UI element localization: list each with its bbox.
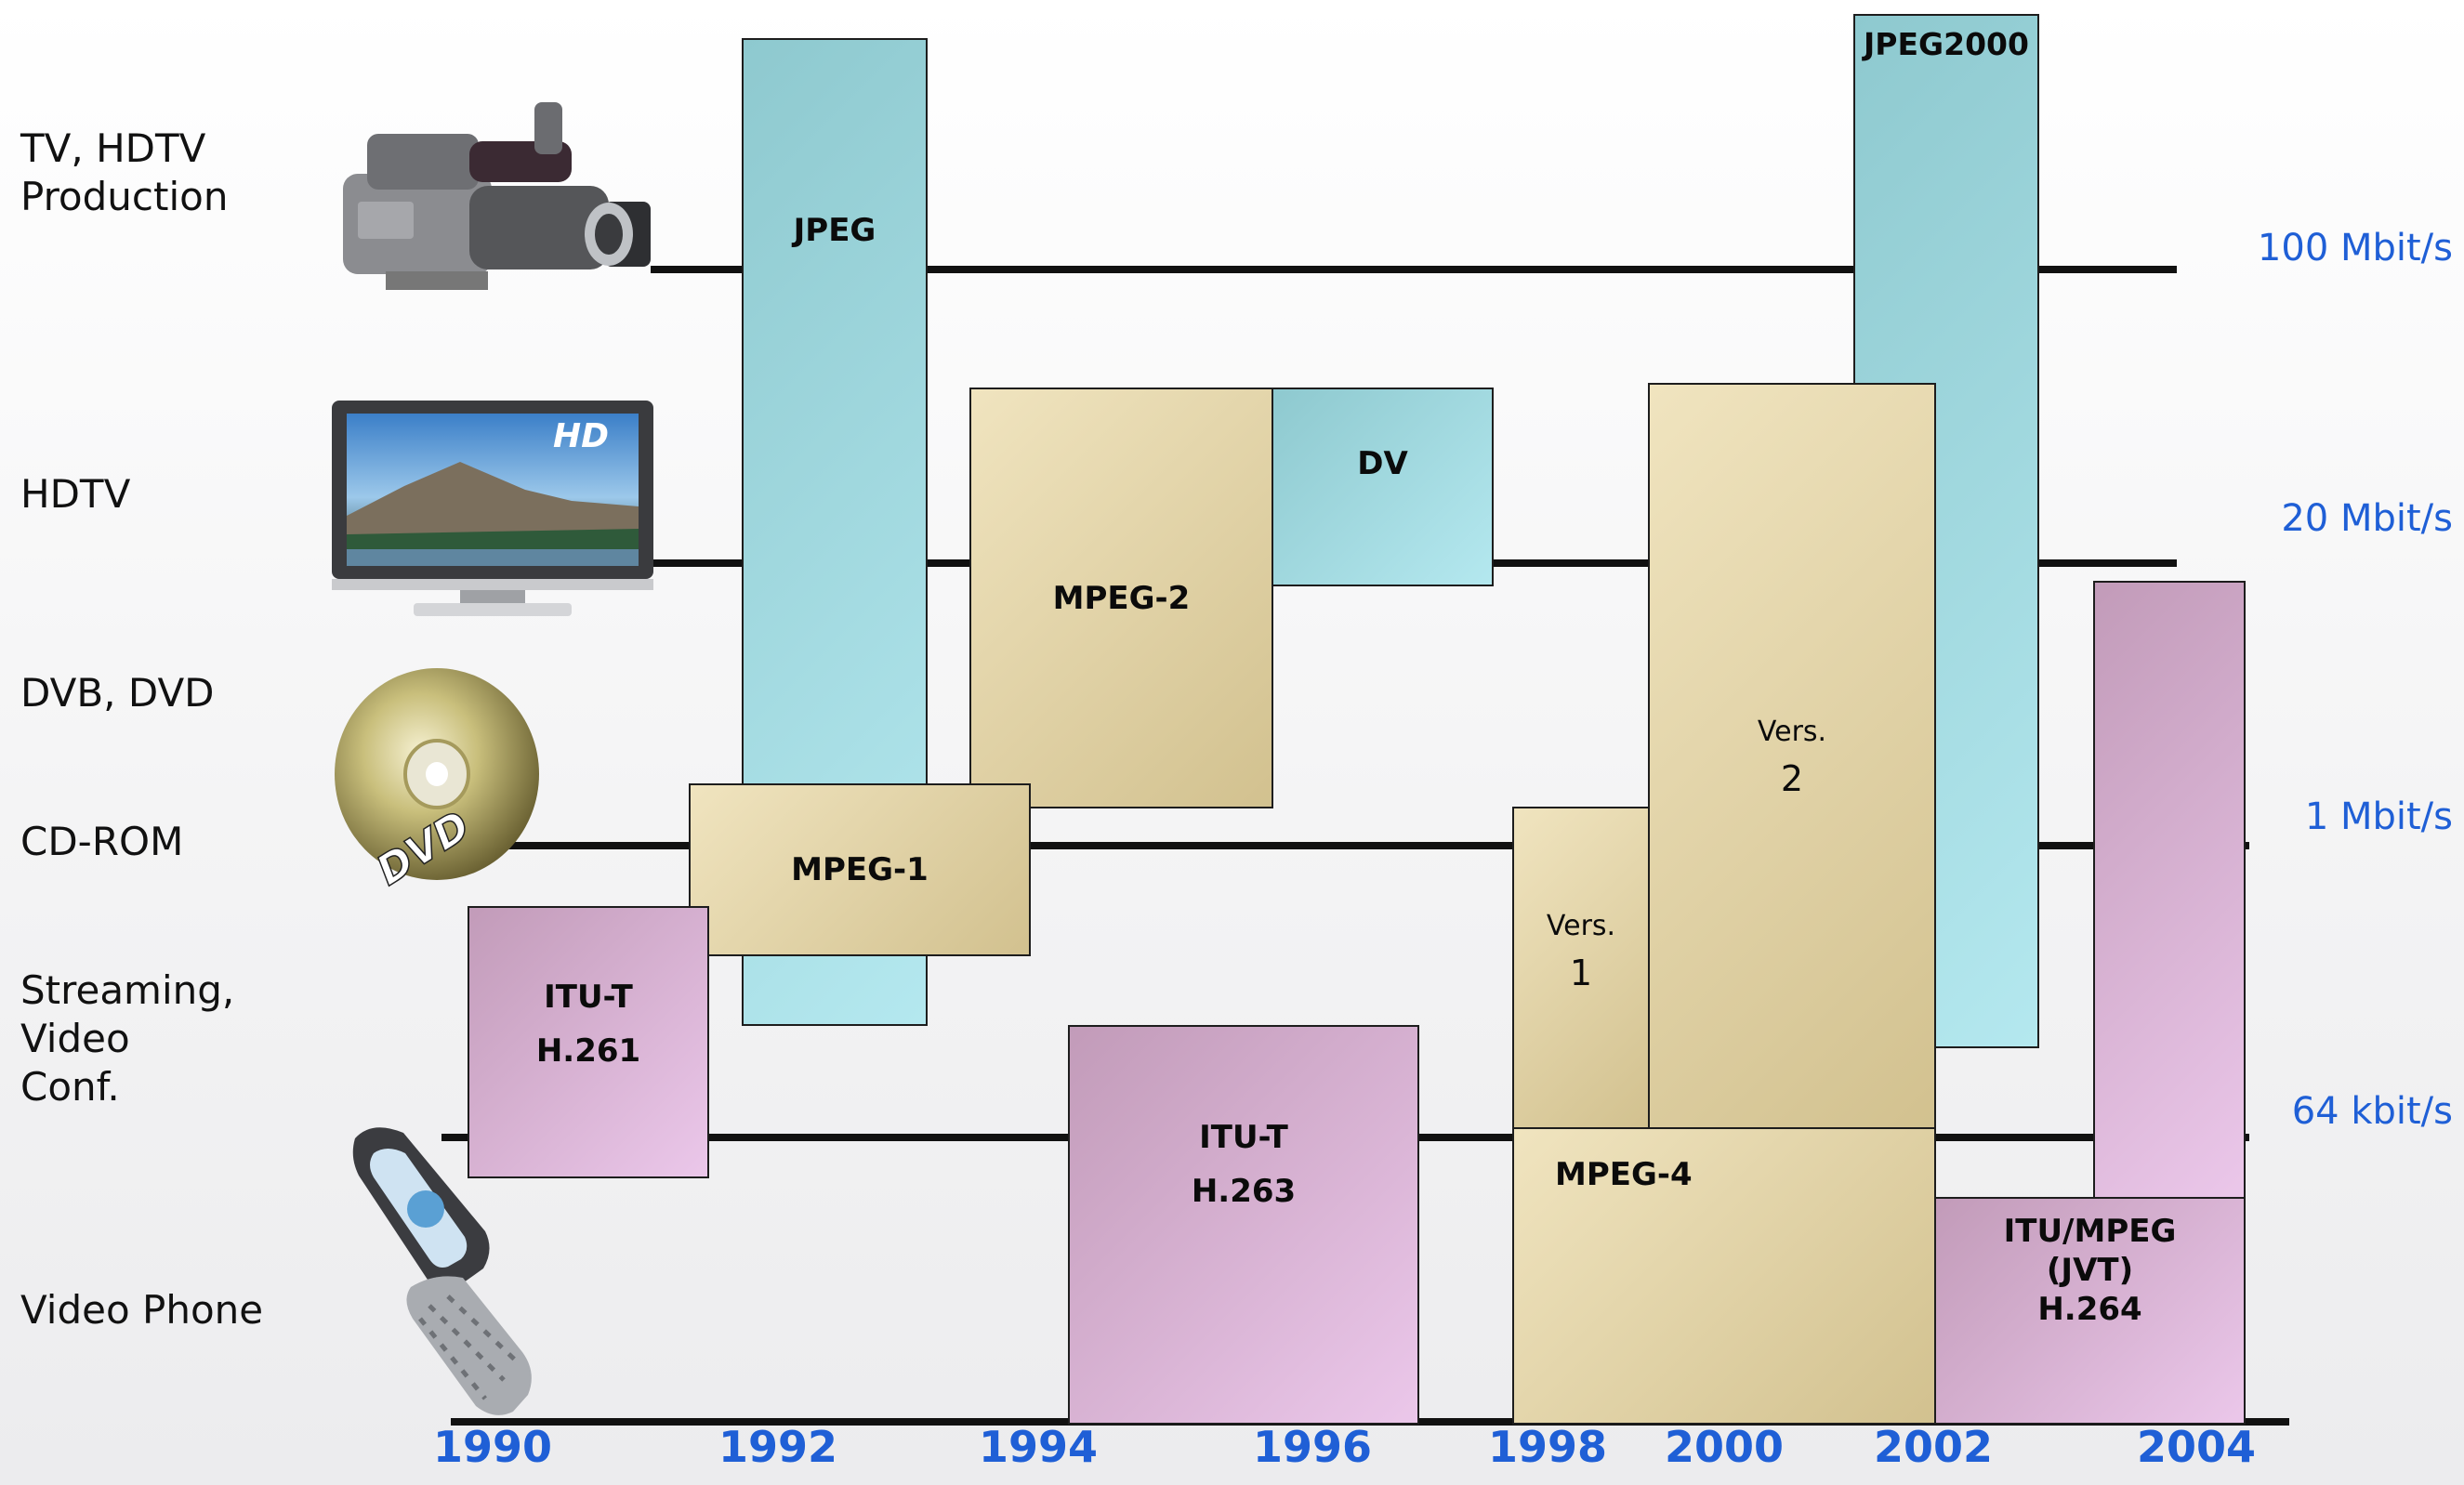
standard-h261-line2: H.261 [536,1024,640,1078]
year-label-2004: 2004 [2122,1422,2271,1472]
year-label-1992: 1992 [704,1422,852,1472]
bitrate-label-100mbit: 100 Mbit/s [2258,227,2453,269]
category-dvb-dvd: DVB, DVD [20,669,336,717]
hd-badge-text: HD [553,417,609,455]
standard-dv-label: DV [1357,437,1408,491]
flip-phone-icon [346,1120,560,1426]
category-hdtv: HDTV [20,470,336,519]
standard-h264-line3: H.264 [2037,1290,2141,1329]
camcorder-icon [330,85,655,318]
dvd-icon: DVD [333,664,556,887]
standard-mpeg4-version1: Vers. 1 [1512,807,1650,1132]
mpeg4-v1-text: Vers. [1547,904,1615,949]
year-label-1998: 1998 [1473,1422,1622,1472]
standard-h263: ITU-T H.263 [1068,1025,1419,1425]
category-cd-rom: CD-ROM [20,818,336,866]
standard-mpeg2-label: MPEG-2 [1053,572,1191,625]
standard-mpeg4-version2: Vers. 2 [1648,383,1936,1132]
standard-mpeg1: MPEG-1 [689,783,1031,956]
standard-h261-line1: ITU-T [544,970,633,1024]
standard-mpeg1-label: MPEG-1 [791,843,929,897]
standard-dv: DV [1272,388,1494,586]
standard-h263-line1: ITU-T [1199,1110,1288,1164]
standard-h264: ITU/MPEG (JVT) H.264 [1934,1197,2246,1425]
mpeg4-v2-text: Vers. [1758,710,1826,755]
standard-jpeg-label: JPEG [794,204,876,257]
year-label-1996: 1996 [1238,1422,1387,1472]
year-label-1990: 1990 [418,1422,567,1472]
bitrate-label-64kbit: 64 kbit/s [2292,1090,2453,1133]
year-label-1994: 1994 [964,1422,1113,1472]
standard-jpeg2000-label: JPEG2000 [1864,18,2029,72]
category-video-phone: Video Phone [20,1286,336,1334]
hdtv-icon: HD [330,397,655,624]
year-label-2000: 2000 [1650,1422,1799,1472]
standard-h264-line1: ITU/MPEG [2004,1212,2177,1251]
standard-h264-line2: (JVT) [2047,1251,2133,1290]
mpeg4-v1-number: 1 [1570,949,1592,997]
standard-h264-column [2093,581,2246,1202]
standard-mpeg4-label: MPEG-4 [1555,1148,1693,1202]
standard-mpeg4: MPEG-4 [1512,1127,1936,1425]
bitrate-label-1mbit: 1 Mbit/s [2305,795,2453,838]
mpeg4-v2-number: 2 [1781,755,1803,803]
bitrate-label-20mbit: 20 Mbit/s [2281,497,2453,540]
year-label-2002: 2002 [1859,1422,2008,1472]
standard-h263-line2: H.263 [1192,1164,1296,1218]
standard-mpeg2: MPEG-2 [969,388,1273,808]
